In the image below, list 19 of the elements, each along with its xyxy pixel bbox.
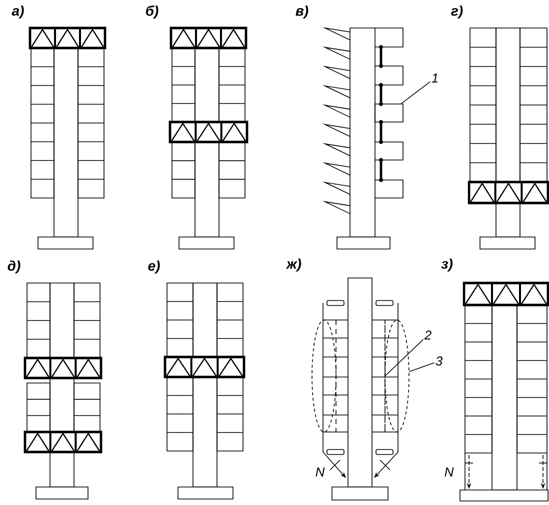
floor-block: [374, 104, 404, 122]
panel-label: ж): [286, 258, 302, 272]
leader-line: [400, 81, 431, 104]
panel-label: з): [441, 258, 452, 272]
leader-line: [384, 339, 424, 376]
panel-label: г): [451, 5, 463, 19]
panel-label: б): [146, 5, 158, 19]
leader-line: [408, 362, 435, 372]
panel-label: в): [296, 5, 308, 19]
force-label: N: [316, 468, 325, 476]
panel-label: а): [12, 5, 24, 19]
force-label: N: [444, 468, 454, 476]
callout-number: 3: [436, 356, 442, 366]
panel-label: е): [148, 260, 160, 274]
dashed-line: [384, 320, 386, 432]
panel-label: д): [8, 260, 20, 274]
dashed-ellipse: [384, 320, 410, 432]
callout-number: 2: [424, 330, 432, 340]
callout-number: 1: [432, 74, 438, 82]
